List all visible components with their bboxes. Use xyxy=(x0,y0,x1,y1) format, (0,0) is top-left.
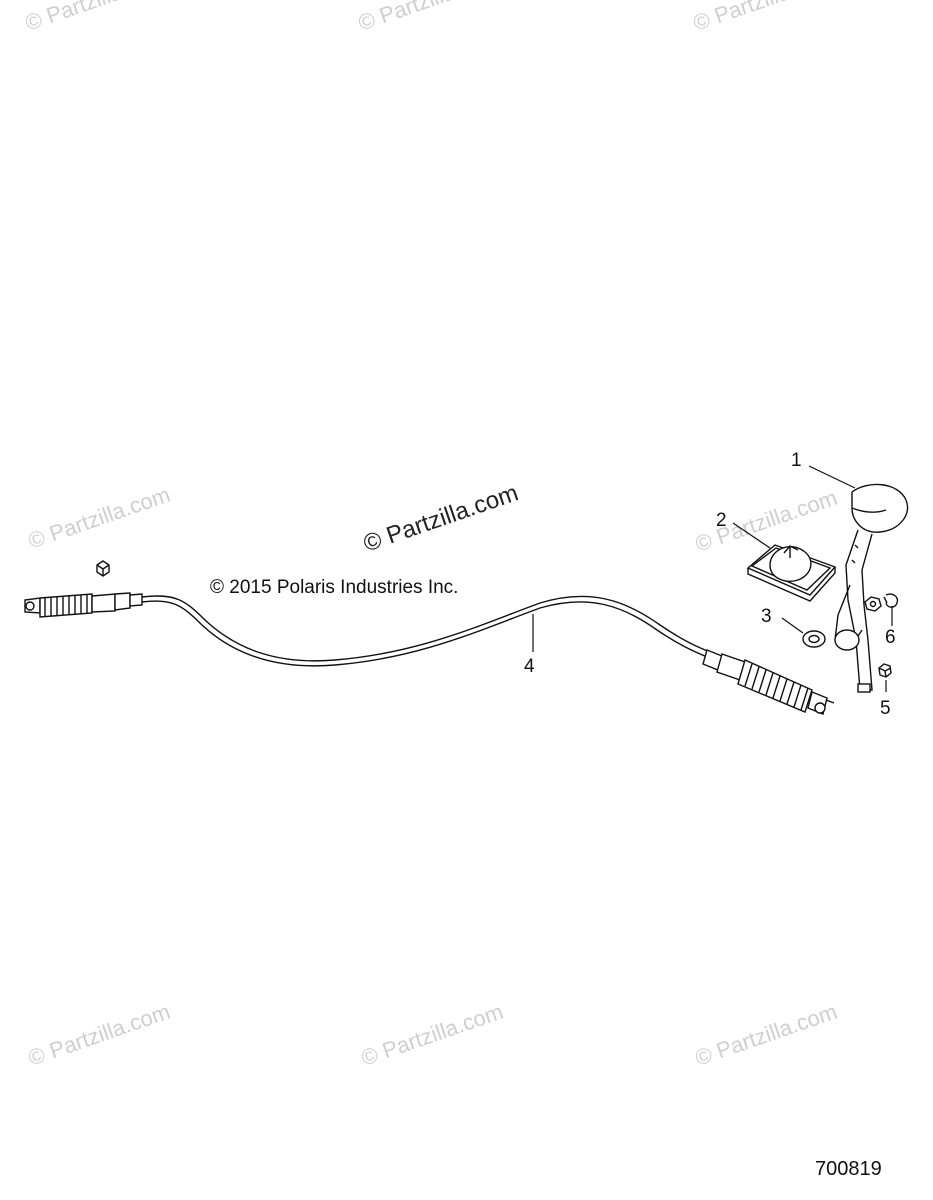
callout-3: 3 xyxy=(761,606,772,627)
shift-cable xyxy=(141,595,711,667)
nut-icon xyxy=(864,596,882,612)
document-number: 700819 xyxy=(815,1158,882,1180)
washer xyxy=(802,630,826,648)
callout-1: 1 xyxy=(791,450,802,471)
copyright-notice: © 2015 Polaris Industries Inc. xyxy=(210,577,459,598)
shift-lever xyxy=(834,483,909,693)
callout-5: 5 xyxy=(880,698,891,719)
cable-left-end xyxy=(24,592,143,618)
callout-4: 4 xyxy=(524,656,535,677)
callout-6: 6 xyxy=(885,627,896,648)
clip-icon xyxy=(883,593,899,608)
leader-lines xyxy=(532,465,893,692)
shift-boot xyxy=(746,544,837,602)
callout-2: 2 xyxy=(716,510,727,531)
cable-right-end xyxy=(702,649,835,715)
nut-icon xyxy=(96,560,110,577)
nut-icon xyxy=(878,663,892,678)
